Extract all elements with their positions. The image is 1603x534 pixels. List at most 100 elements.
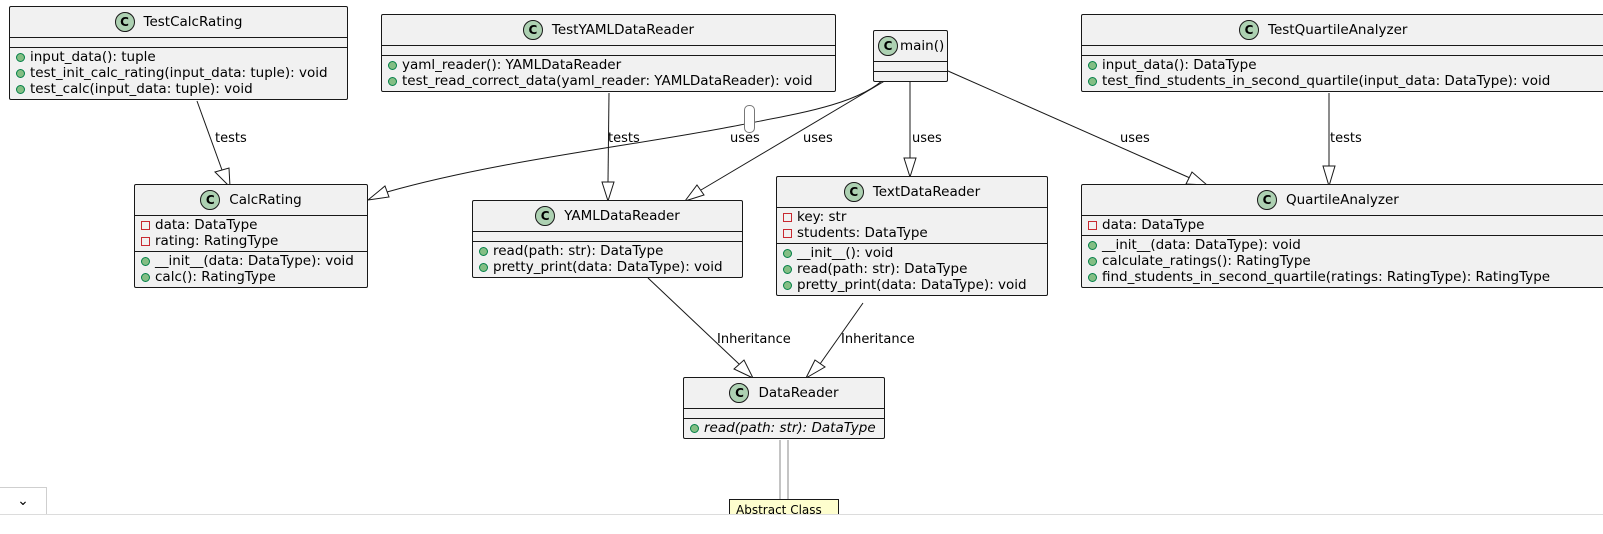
public-method-icon [141, 272, 150, 282]
arrowhead [733, 359, 755, 380]
field: students: DataType [797, 225, 928, 241]
public-method-icon [690, 423, 699, 433]
arrowhead [903, 157, 917, 179]
field: data: DataType [1102, 217, 1205, 233]
methods-section: __init__(): void read(path: str): DataTy… [777, 243, 1047, 295]
class-name: DataReader [758, 385, 839, 401]
edge-label-tests: tests [608, 131, 640, 146]
fields-section [382, 46, 835, 55]
class-icon: C [878, 36, 898, 56]
method: find_students_in_second_quartile(ratings… [1102, 269, 1551, 285]
private-field-icon [1088, 220, 1097, 230]
class-yaml-data-reader[interactable]: C YAMLDataReader read(path: str): DataTy… [472, 200, 743, 278]
method: calculate_ratings(): RatingType [1102, 253, 1311, 269]
edge-inherits-yaml [647, 277, 740, 365]
class-data-reader[interactable]: C DataReader read(path: str): DataType [683, 377, 885, 439]
public-method-icon [388, 60, 397, 70]
public-method-icon [1088, 60, 1097, 70]
public-method-icon [783, 264, 792, 274]
method: read(path: str): DataType [493, 243, 664, 259]
methods-section: __init__(data: DataType): void calculate… [1082, 235, 1603, 287]
scroll-handle[interactable] [744, 105, 755, 133]
class-calc-rating[interactable]: C CalcRating data: DataType rating: Rati… [134, 184, 368, 288]
method: pretty_print(data: DataType): void [797, 277, 1027, 293]
note-text: Abstract Class [736, 503, 822, 517]
public-method-icon [783, 248, 792, 258]
public-method-icon [783, 280, 792, 290]
private-field-icon [141, 220, 150, 230]
method: yaml_reader(): YAMLDataReader [402, 57, 622, 73]
fields-section: data: DataType rating: RatingType [135, 216, 367, 251]
edge-label-uses: uses [1120, 131, 1150, 146]
methods-section: read(path: str): DataType pretty_print(d… [473, 241, 742, 277]
edge-label-inheritance: Inheritance [841, 332, 915, 347]
class-main[interactable]: C main() [873, 30, 948, 82]
class-icon: C [114, 12, 135, 32]
method: test_init_calc_rating(input_data: tuple)… [30, 65, 328, 81]
field: key: str [797, 209, 847, 225]
arrowhead [683, 184, 705, 202]
collapse-toggle[interactable]: ⌄ [0, 487, 47, 514]
public-method-icon [16, 52, 25, 62]
fields-section: key: str students: DataType [777, 208, 1047, 243]
method: __init__(data: DataType): void [155, 253, 354, 269]
method: pretty_print(data: DataType): void [493, 259, 723, 275]
public-method-icon [388, 76, 397, 86]
class-text-data-reader[interactable]: C TextDataReader key: str students: Data… [776, 176, 1048, 296]
arrowhead [1322, 165, 1336, 188]
arrowhead [601, 181, 615, 203]
edge-label-inheritance: Inheritance [717, 332, 791, 347]
class-icon: C [200, 190, 221, 210]
method: test_read_correct_data(yaml_reader: YAML… [402, 73, 813, 89]
fields-section [684, 409, 884, 418]
edge-inherits-text [819, 302, 864, 365]
class-name: TextDataReader [872, 184, 981, 200]
methods-section: input_data(): DataType test_find_student… [1082, 55, 1603, 91]
arrowhead [804, 359, 826, 380]
class-name: TestYAMLDataReader [551, 22, 695, 38]
field: rating: RatingType [155, 233, 279, 249]
class-test-yaml-data-reader[interactable]: C TestYAMLDataReader yaml_reader(): YAML… [381, 14, 836, 92]
bottom-bar [0, 514, 1603, 534]
class-test-quartile-analyzer[interactable]: C TestQuartileAnalyzer input_data(): Dat… [1081, 14, 1603, 92]
methods-section: yaml_reader(): YAMLDataReader test_read_… [382, 55, 835, 91]
field: data: DataType [155, 217, 258, 233]
method: test_find_students_in_second_quartile(in… [1102, 73, 1551, 89]
public-method-icon [1088, 256, 1097, 266]
public-method-icon [16, 84, 25, 94]
edge-uses-quartile-analyzer [947, 70, 1191, 179]
methods-section: read(path: str): DataType [684, 418, 884, 438]
fields-section [10, 38, 347, 47]
edge-tests-yaml-reader [607, 92, 610, 183]
method: input_data(): tuple [30, 49, 156, 65]
fields-section [1082, 46, 1603, 55]
edge-label-tests: tests [1330, 131, 1362, 146]
method: calc(): RatingType [155, 269, 276, 285]
private-field-icon [783, 228, 792, 238]
class-name: YAMLDataReader [564, 208, 680, 224]
note-connector [779, 440, 789, 500]
class-name: main() [900, 38, 945, 54]
methods-section: __init__(data: DataType): void calc(): R… [135, 251, 367, 287]
class-icon: C [729, 383, 750, 403]
private-field-icon [783, 212, 792, 222]
class-icon: C [522, 20, 543, 40]
public-method-icon [1088, 76, 1097, 86]
public-method-icon [141, 256, 150, 266]
class-icon: C [535, 206, 556, 226]
abstract-method: read(path: str): DataType [704, 420, 876, 436]
arrowhead [366, 185, 390, 201]
public-method-icon [1088, 240, 1097, 250]
class-test-calc-rating[interactable]: C TestCalcRating input_data(): tuple tes… [9, 6, 348, 100]
fields-section [874, 62, 947, 71]
public-method-icon [16, 68, 25, 78]
class-quartile-analyzer[interactable]: C QuartileAnalyzer data: DataType __init… [1081, 184, 1603, 288]
class-icon: C [843, 182, 864, 202]
method: test_calc(input_data: tuple): void [30, 81, 253, 97]
class-name: TestQuartileAnalyzer [1268, 22, 1408, 38]
method: read(path: str): DataType [797, 261, 968, 277]
edge-label-uses: uses [803, 131, 833, 146]
methods-section: input_data(): tuple test_init_calc_ratin… [10, 47, 347, 99]
class-name: CalcRating [229, 192, 302, 208]
